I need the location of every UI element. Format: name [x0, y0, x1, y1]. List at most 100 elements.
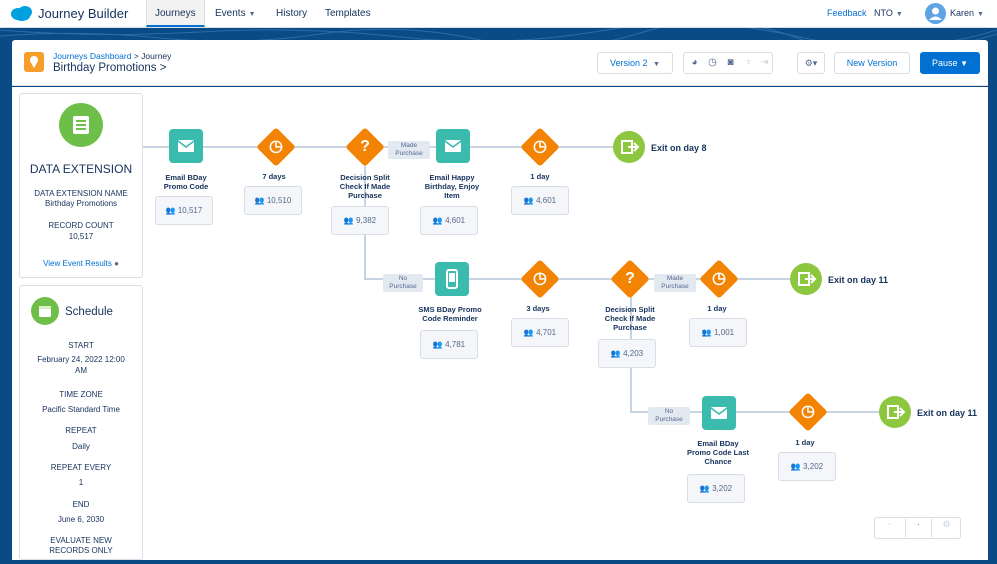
count-badge[interactable]: 👥 1,001	[689, 318, 747, 347]
repeat-every-value: 1	[78, 478, 84, 487]
chevron-down-icon: ▼	[977, 11, 984, 18]
zoom-reset-button[interactable]: ·	[905, 519, 932, 537]
zoom-controls	[874, 517, 961, 539]
repeat-value: Daily	[72, 442, 90, 451]
trophy-icon[interactable]: ♆	[744, 57, 753, 68]
exit-node[interactable]	[879, 396, 911, 428]
count-badge[interactable]: 👥 10,510	[244, 186, 302, 215]
chevron-right-icon: >	[159, 62, 167, 74]
entry-name-label: DATA EXTENSION NAME	[34, 189, 128, 198]
wait-7days-label: 7 days	[262, 172, 286, 181]
count-badge[interactable]: 👥 4,701	[511, 318, 569, 347]
count-badge[interactable]: 👥 4,781	[420, 330, 478, 359]
user-menu[interactable]: Karen▼	[950, 8, 984, 18]
feedback-link[interactable]: Feedback	[827, 8, 867, 18]
count-badge[interactable]: 👥 9,382	[331, 206, 389, 235]
tab-templates[interactable]: Templates	[325, 8, 371, 19]
sms-activity-reminder[interactable]	[435, 262, 469, 296]
contacts-icon: 👥	[610, 349, 621, 358]
exit-icon	[621, 140, 640, 154]
camera-icon[interactable]: ◙	[727, 57, 734, 68]
evaluate-label: EVALUATE NEW	[50, 536, 112, 545]
clock-icon: ◷	[533, 270, 547, 287]
new-version-button[interactable]: New Version	[834, 52, 910, 74]
count-badge[interactable]: 👥 3,202	[778, 452, 836, 481]
breadcrumb: Journeys Dashboard > Journey	[53, 51, 172, 61]
chevron-down-icon: ▼	[248, 11, 256, 18]
wait-1day-label: 1 day	[795, 438, 815, 447]
wait-3days-label: 3 days	[526, 304, 550, 313]
pie-chart-icon[interactable]: ◕	[691, 57, 698, 68]
chevron-down-icon: ▼	[895, 11, 903, 18]
exit-node[interactable]	[790, 263, 822, 295]
exit-icon	[887, 405, 906, 419]
email-icon	[444, 140, 462, 152]
journey-canvas[interactable]	[12, 87, 988, 560]
contacts-icon: 👥	[699, 484, 710, 493]
email-activity-bday-promo[interactable]	[169, 129, 203, 163]
count-badge[interactable]: 👥 10,517	[155, 196, 213, 225]
exit-label: Exit on day 8	[651, 143, 707, 153]
toolbar-icon-group	[683, 52, 773, 74]
settings-menu-icon[interactable]: ⚙▾	[797, 52, 825, 74]
journey-pin-icon	[24, 52, 44, 72]
wait-1day-label: 1 day	[707, 304, 727, 313]
pause-button[interactable]: Pause ▼	[920, 52, 980, 74]
page-title[interactable]: Birthday Promotions >	[53, 62, 167, 74]
contacts-icon: 👥	[523, 328, 534, 337]
email-activity-happy-birthday[interactable]	[436, 129, 470, 163]
timezone-label: TIME ZONE	[59, 390, 103, 399]
count-badge[interactable]: 👥 4,601	[420, 206, 478, 235]
count-badge[interactable]: 👥 4,203	[598, 339, 656, 368]
view-event-results-link[interactable]: View Event Results ●	[43, 259, 119, 268]
clock-icon: ◷	[269, 138, 283, 155]
email-icon	[710, 407, 728, 419]
clock-icon: ◷	[712, 270, 726, 287]
history-icon[interactable]: ◷	[708, 57, 717, 68]
start-label: START	[68, 341, 94, 350]
tab-events[interactable]: Events▼	[215, 8, 256, 19]
global-nav: Journey Builder Journeys Events▼ History…	[0, 0, 997, 28]
exit-icon	[798, 272, 817, 286]
salesforce-cloud-icon	[11, 6, 32, 21]
entry-source-panel[interactable]: DATA EXTENSION DATA EXTENSION NAME Birth…	[19, 93, 143, 278]
exit-node[interactable]	[613, 131, 645, 163]
tab-history[interactable]: History	[276, 8, 308, 19]
path-line	[630, 411, 892, 413]
entry-name-value: Birthday Promotions	[44, 199, 118, 208]
app-name: Journey Builder	[38, 6, 129, 21]
zoom-out-button[interactable]: -	[888, 519, 891, 529]
end-label: END	[72, 500, 90, 509]
clock-icon: ◷	[801, 403, 815, 420]
contacts-icon: 👥	[343, 216, 354, 225]
exit-icon[interactable]: ⇥	[760, 57, 769, 68]
count-badge[interactable]: 👥 3,202	[687, 474, 745, 503]
schedule-panel[interactable]: Schedule START February 24, 2022 12:00 A…	[19, 285, 143, 560]
contacts-icon: 👥	[701, 328, 712, 337]
user-avatar-icon[interactable]	[925, 3, 946, 24]
contacts-icon: 👥	[254, 196, 265, 205]
info-icon: ●	[114, 259, 119, 268]
tab-journeys[interactable]: Journeys	[146, 0, 205, 27]
breadcrumb-dashboard-link[interactable]: Journeys Dashboard	[53, 51, 132, 61]
email-activity-last-chance[interactable]	[702, 396, 736, 430]
record-count-label: RECORD COUNT	[48, 221, 114, 230]
contacts-icon: 👥	[523, 196, 534, 205]
clock-icon: ◷	[533, 138, 547, 155]
zoom-settings-icon[interactable]: ⚙	[942, 519, 951, 529]
org-switcher[interactable]: NTO▼	[874, 8, 903, 18]
repeat-label: REPEAT	[65, 426, 97, 435]
entry-title: DATA EXTENSION	[29, 162, 133, 176]
end-value: June 6, 2030	[57, 515, 105, 524]
email-icon	[177, 140, 195, 152]
count-badge[interactable]: 👥 4,601	[511, 186, 569, 215]
version-select[interactable]: Version 2 ▼	[597, 52, 673, 74]
contacts-icon: 👥	[432, 340, 443, 349]
